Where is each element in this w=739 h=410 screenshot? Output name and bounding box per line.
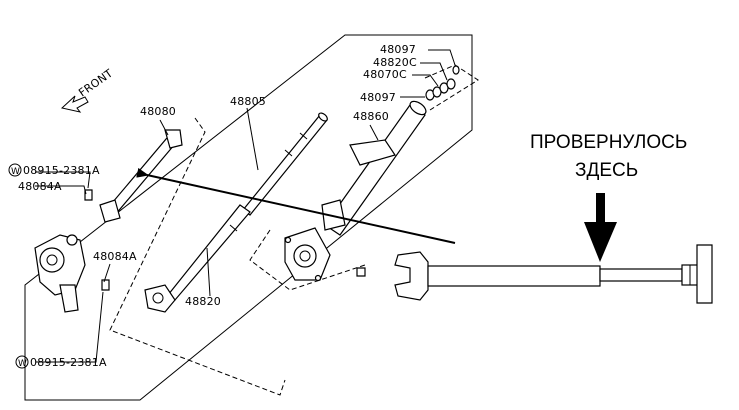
label-48805: 48805 xyxy=(230,95,266,108)
label-washer-bottom: 08915-2381A xyxy=(30,356,107,369)
dashed-ring-bracket xyxy=(424,64,479,111)
label-48860: 48860 xyxy=(353,110,389,123)
label-48084A-low: 48084A xyxy=(93,250,137,263)
nut-small xyxy=(356,267,366,277)
bolt-48084A-low xyxy=(101,279,110,291)
washer-symbol-top: W xyxy=(11,167,20,177)
column-tube-48860 xyxy=(321,100,427,236)
ring-stack xyxy=(425,65,460,101)
lower-joint-48820 xyxy=(144,284,176,313)
steering-gearbox xyxy=(34,234,86,313)
shaft-48805 xyxy=(167,112,328,301)
extracted-shaft xyxy=(394,244,713,304)
dashed-group-outline xyxy=(109,117,286,396)
annotation-line2: ЗДЕСЬ xyxy=(575,160,638,181)
washer-callout-top: W 08915-2381A xyxy=(8,163,100,177)
label-48097-top: 48097 xyxy=(380,43,416,56)
intermediate-shaft-48080 xyxy=(99,129,183,223)
bolt-48084A-top xyxy=(84,189,93,201)
down-arrow-icon xyxy=(584,193,617,262)
assembly-frame xyxy=(24,34,473,401)
label-48820: 48820 xyxy=(185,295,221,308)
front-direction-icon: FRONT xyxy=(60,67,115,113)
leader-lines xyxy=(35,49,456,363)
washer-symbol-bottom: W xyxy=(18,359,27,369)
dashed-group-outline-2 xyxy=(249,229,366,291)
label-48080: 48080 xyxy=(140,105,176,118)
annotation-line1: ПРОВЕРНУЛОСЬ xyxy=(530,132,687,153)
mounting-flange xyxy=(284,227,331,282)
front-label: FRONT xyxy=(76,67,115,100)
pointer-arrow xyxy=(136,167,456,244)
washer-icon xyxy=(8,163,22,177)
label-48084A-top: 48084A xyxy=(18,180,62,193)
washer-callout-bottom: W 08915-2381A xyxy=(15,355,107,369)
label-washer-top: 08915-2381A xyxy=(23,164,100,177)
label-48820C: 48820C xyxy=(373,56,417,69)
washer-icon xyxy=(15,355,29,369)
label-48097-mid: 48097 xyxy=(360,91,396,104)
label-48070C: 48070C xyxy=(363,68,407,81)
